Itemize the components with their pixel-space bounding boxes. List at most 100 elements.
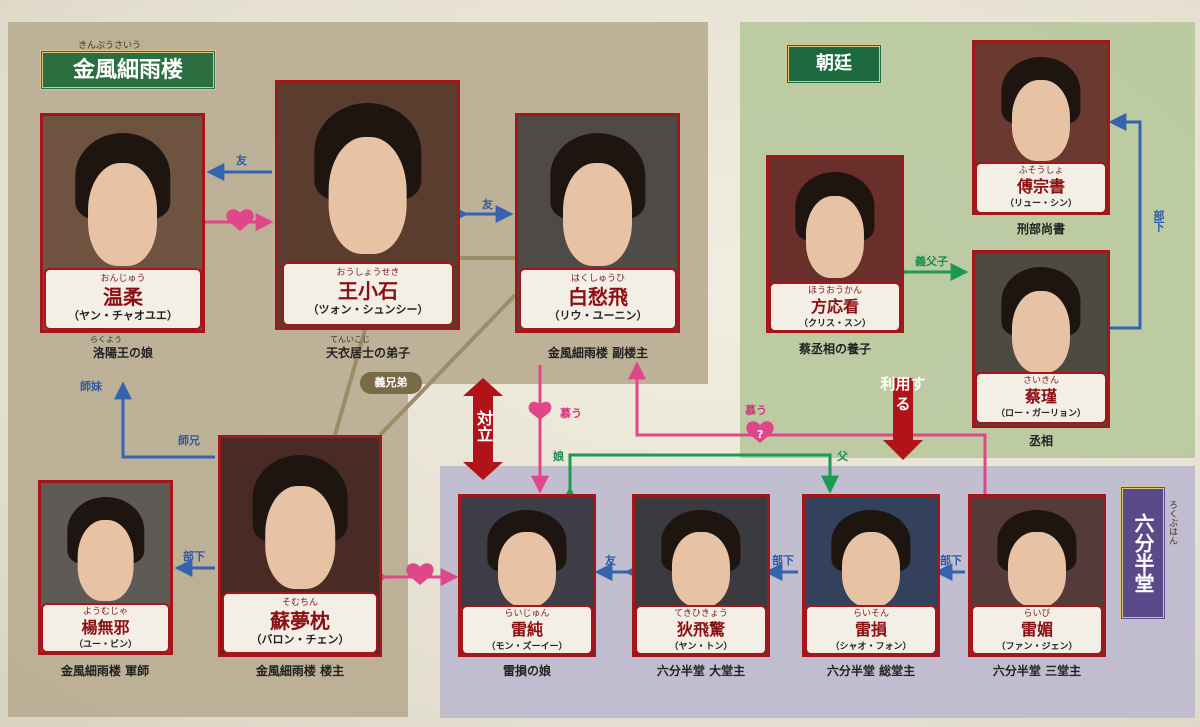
- nameplate-o-shoseki: おうしょうせき 王小石 （ツォン・シュンシー）: [282, 262, 454, 326]
- ruby: そむちん: [281, 598, 318, 608]
- ruby: ほうおうかん: [807, 286, 862, 296]
- actor-name: （ヤン・チャオユエ）: [68, 309, 178, 322]
- portrait-face: [87, 163, 158, 266]
- ruby: さいきん: [1022, 376, 1059, 386]
- ruby: はくしゅうひ: [570, 274, 625, 284]
- caption-fu-sosho: 刑部尚書: [1016, 222, 1065, 236]
- portrait-face: [1011, 290, 1071, 374]
- char-name: 雷損: [854, 620, 887, 639]
- heart-icon-1: [226, 209, 254, 231]
- ruby: ようむじゃ: [82, 607, 128, 617]
- ruby: らいじゅん: [504, 609, 550, 619]
- rel-buka3: 部下: [940, 554, 962, 567]
- rel-tomo2: 友: [482, 198, 493, 211]
- actor-name: （ファン・ジェン）: [996, 642, 1078, 652]
- actor-name: （モン・ズーイー）: [486, 642, 568, 652]
- caption-rai-son: 六分半堂 総堂主: [826, 664, 916, 678]
- heart-icon-4: [746, 421, 774, 443]
- caption-ho-okan: 蔡丞相の養子: [798, 342, 871, 356]
- ruby: らいび: [1023, 609, 1051, 619]
- buka4-arrow: [1108, 113, 1142, 330]
- char-name: 雷純: [510, 620, 543, 639]
- caption-ruby: らくよう: [90, 335, 122, 344]
- rel-shikei: 師兄: [178, 434, 200, 447]
- actor-name: （シャオ・フォン）: [830, 642, 912, 652]
- rel-tomo3: 友: [605, 554, 616, 567]
- rokubu-group-label: 六分半堂: [1120, 486, 1166, 620]
- riyo-arrow: [883, 378, 923, 460]
- nameplate-rai-jun: らいじゅん 雷純 （モン・ズーイー）: [461, 605, 593, 655]
- rel-riyo: 利用する: [880, 375, 926, 413]
- portrait-face: [497, 531, 557, 607]
- rel-question: ?: [757, 428, 764, 441]
- sworn-brother-lines: [333, 256, 520, 437]
- caption-rai-jun: 雷損の娘: [502, 664, 551, 678]
- portrait-face: [671, 531, 731, 607]
- char-name: 方応看: [810, 297, 859, 316]
- char-name: 蘇夢枕: [270, 609, 330, 633]
- char-name: 温柔: [103, 285, 143, 309]
- actor-name: （ロー・ガーリョン）: [995, 409, 1086, 419]
- portrait-face: [77, 520, 134, 602]
- ruby: おうしょうせき: [336, 268, 400, 278]
- actor-name: （ツォン・シュンシー）: [307, 303, 429, 316]
- char-name: 傅宗書: [1016, 177, 1065, 196]
- rel-tairitsu: 対立: [474, 410, 493, 442]
- heart-icon-3: [528, 401, 552, 420]
- caption-on-ju: 洛陽王の娘: [92, 346, 153, 360]
- nameplate-fu-sosho: ふそうしょ 傅宗書 （リュー・シン）: [975, 162, 1107, 214]
- musume-chichi-line: [561, 453, 839, 505]
- chotei-group-label: 朝廷: [786, 44, 882, 84]
- rel-shitau2: 慕う: [745, 404, 767, 417]
- rel-buka1: 部下: [183, 550, 205, 563]
- rel-gikyodai: 義兄弟: [360, 372, 422, 394]
- ruby: らいそん: [852, 609, 889, 619]
- portrait-face: [805, 195, 865, 279]
- rel-tomo1: 友: [236, 154, 247, 167]
- rokubu-ruby: ろくぶはん: [1167, 500, 1177, 545]
- caption-o-shoseki: 天衣居士の弟子: [325, 346, 410, 360]
- nameplate-haku-shuhi: はくしゅうひ 白愁飛 （リウ・ユーニン）: [519, 268, 677, 330]
- ruby: てきひきょう: [674, 609, 728, 619]
- caption-haku-shuhi: 金風細雨楼 副楼主: [547, 346, 649, 360]
- rel-shitau1: 慕う: [560, 407, 582, 420]
- caption-yo-muja: 金風細雨楼 軍師: [60, 664, 150, 678]
- ruby: おんじゅう: [100, 274, 146, 284]
- portrait-face: [1011, 80, 1071, 162]
- kinpu-group-label: 金風細雨楼: [40, 50, 216, 90]
- nameplate-teki-hikyo: てきひきょう 狄飛驚 （ヤン・トン）: [635, 605, 767, 655]
- nameplate-rai-son: らいそん 雷損 （シャオ・フォン）: [805, 605, 937, 655]
- rel-buka2: 部下: [772, 554, 794, 567]
- actor-name: （ヤン・トン）: [669, 642, 733, 652]
- char-name: 白愁飛: [568, 285, 628, 309]
- rel-gifushi: 義父子: [915, 255, 948, 268]
- rel-shimai: 師妹: [80, 380, 102, 393]
- nameplate-so-muchin: そむちん 蘇夢枕 （バロン・チェン）: [222, 592, 378, 654]
- char-name: 蔡瑾: [1024, 387, 1057, 406]
- actor-name: （リュー・シン）: [1004, 199, 1077, 209]
- tairitsu-arrow: [463, 378, 503, 480]
- caption-rai-bi: 六分半堂 三堂主: [992, 664, 1082, 678]
- ruby: ふそうしょ: [1018, 166, 1064, 176]
- nameplate-rai-bi: らいび 雷媚 （ファン・ジェン）: [971, 605, 1103, 655]
- char-name: 狄飛驚: [676, 620, 725, 639]
- char-name: 楊無邪: [81, 618, 130, 637]
- portrait-face: [562, 163, 633, 266]
- nameplate-ho-okan: ほうおうかん 方応看 （クリス・スン）: [769, 282, 901, 332]
- actor-name: （ユー・ビン）: [73, 640, 137, 650]
- portrait-face: [265, 485, 335, 590]
- nameplate-yo-muja: ようむじゃ 楊無邪 （ユー・ビン）: [41, 603, 170, 653]
- actor-name: （リウ・ユーニン）: [548, 309, 648, 322]
- heart-icon-2: [406, 563, 434, 585]
- caption-ruby: てんいこじ: [330, 335, 370, 344]
- char-name: 雷媚: [1020, 620, 1053, 639]
- shitau2-line: [628, 361, 987, 495]
- nameplate-sai-kin: さいきん 蔡瑾 （ロー・ガーリョン）: [975, 372, 1107, 424]
- portrait-face: [841, 531, 901, 607]
- caption-so-muchin: 金風細雨楼 楼主: [255, 664, 345, 678]
- rel-musume: 娘: [553, 450, 564, 463]
- caption-teki-hikyo: 六分半堂 大堂主: [656, 664, 746, 678]
- rel-chichi: 父: [837, 450, 848, 463]
- portrait-face: [1007, 531, 1067, 607]
- char-name: 王小石: [338, 279, 398, 303]
